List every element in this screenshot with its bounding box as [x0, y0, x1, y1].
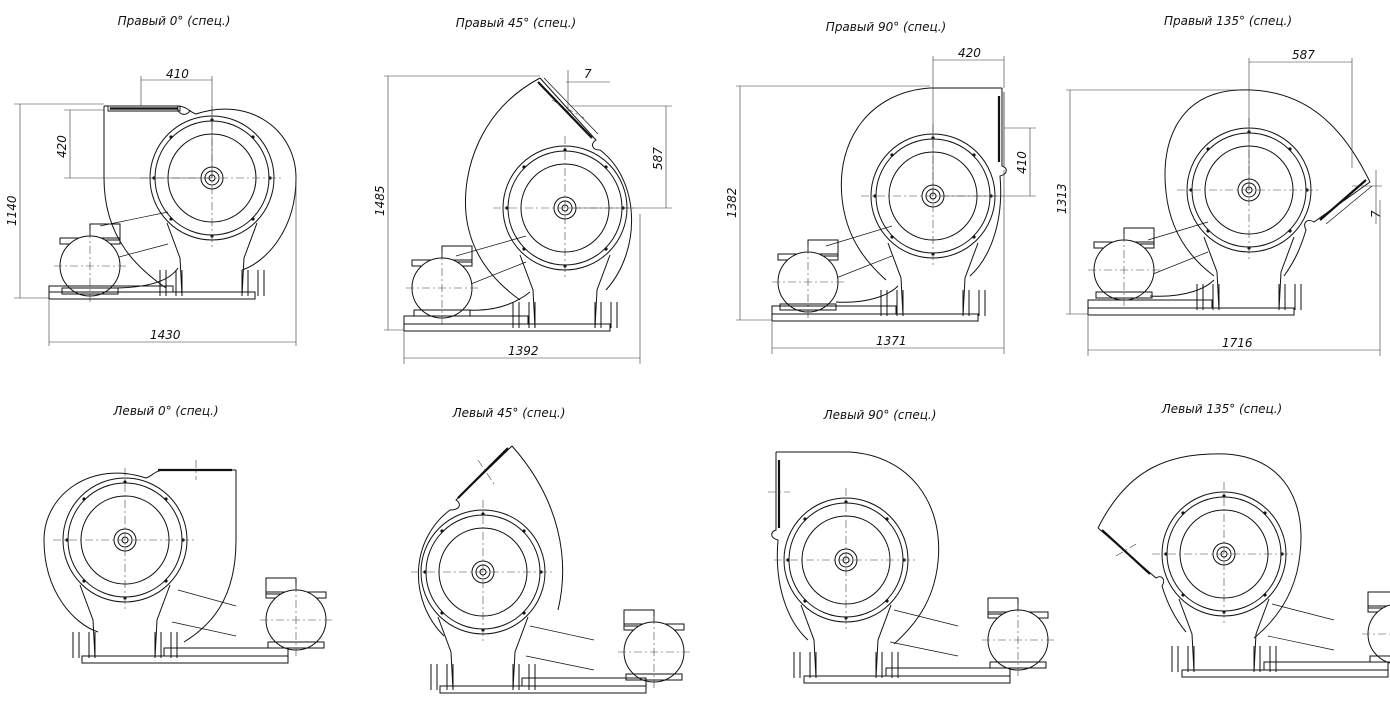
view-right-0: 410 420 1140 1430 [5, 67, 297, 346]
view-right-90: 420 410 1382 1371 [725, 46, 1036, 354]
view-title-left-0: Левый 0° (спец.) [113, 404, 219, 418]
view-title-right-0: Правый 0° (спец.) [117, 14, 231, 28]
view-left-0 [43, 460, 333, 664]
svg-text:1392: 1392 [508, 344, 539, 358]
svg-text:1430: 1430 [150, 328, 181, 342]
view-right-135: 587 7 1313 1716 [1055, 48, 1383, 356]
view-right-45: 1485 7 587 1392 [373, 67, 672, 364]
svg-text:1140: 1140 [5, 195, 19, 226]
svg-text:420: 420 [958, 46, 981, 60]
svg-text:1382: 1382 [725, 187, 739, 218]
svg-text:7: 7 [584, 67, 592, 81]
view-left-90 [768, 451, 1055, 684]
view-title-right-45: Правый 45° (спец.) [455, 16, 577, 30]
view-title-right-135: Правый 135° (спец.) [1163, 14, 1293, 28]
svg-text:7: 7 [1369, 210, 1383, 218]
svg-text:1313: 1313 [1055, 183, 1069, 214]
svg-text:410: 410 [166, 67, 189, 81]
view-title-left-135: Левый 135° (спец.) [1161, 402, 1283, 416]
svg-text:420: 420 [55, 135, 69, 158]
svg-text:587: 587 [1292, 48, 1315, 62]
svg-text:410: 410 [1015, 151, 1029, 174]
view-left-135 [1097, 453, 1390, 678]
svg-text:1716: 1716 [1222, 336, 1253, 350]
svg-text:587: 587 [651, 147, 665, 170]
view-title-left-90: Левый 90° (спец.) [823, 408, 937, 422]
view-left-45 [410, 445, 691, 694]
view-title-right-90: Правый 90° (спец.) [825, 20, 947, 34]
view-title-left-45: Левый 45° (спец.) [452, 406, 566, 420]
svg-text:1371: 1371 [876, 334, 907, 348]
svg-text:1485: 1485 [373, 185, 387, 216]
